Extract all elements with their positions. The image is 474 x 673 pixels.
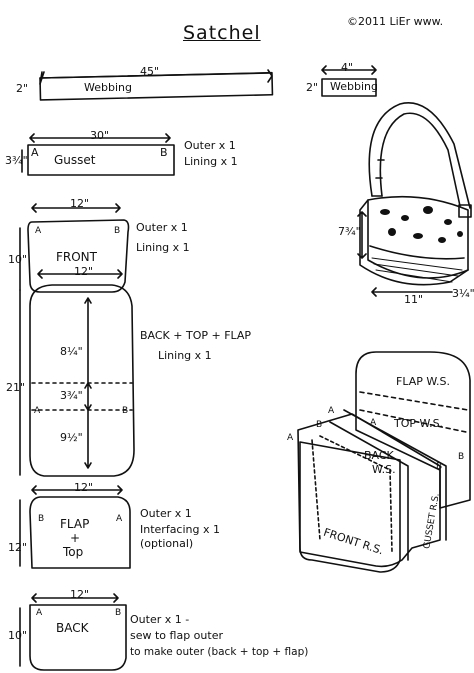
flap-top-label-2: + <box>70 531 81 545</box>
bag-height: 7¾" <box>338 225 361 238</box>
front-cut-lining: Lining x 1 <box>136 241 190 254</box>
gusset-mark-a: A <box>31 146 39 159</box>
assembly-diagram <box>297 351 471 573</box>
btf-seg-bottom: 9½" <box>60 431 83 444</box>
webbing-short-width: 4" <box>341 61 354 74</box>
flap-top-height: 12" <box>8 541 28 554</box>
gusset-height: 3¾" <box>5 154 28 167</box>
webbing-long-piece <box>39 69 274 101</box>
copyright: ©2011 LiEr www. <box>347 15 444 28</box>
back-piece <box>19 593 127 671</box>
gusset-width: 30" <box>90 129 110 142</box>
front-piece <box>19 203 130 293</box>
bag-depth: 3¼" <box>452 287 474 300</box>
back-height: 10" <box>8 629 28 642</box>
page-title: Satchel <box>183 22 261 44</box>
webbing-long-height: 2" <box>16 82 29 95</box>
assembly-mark-a-left: A <box>287 433 294 443</box>
front-mark-b: B <box>114 226 121 236</box>
assembly-top-label: TOP W.S. <box>394 417 444 430</box>
finished-bag-illustration <box>357 102 472 297</box>
back-label: BACK <box>56 621 89 635</box>
flap-top-width: 12" <box>74 481 94 494</box>
front-cut-outer: Outer x 1 <box>136 221 188 234</box>
front-label: FRONT <box>56 250 97 264</box>
btf-width: 12" <box>74 265 94 278</box>
flap-top-mark-b: B <box>38 514 45 524</box>
webbing-short-label: Webbing <box>330 80 378 93</box>
bag-width: 11" <box>404 293 424 306</box>
assembly-mark-b-right: B <box>436 462 443 472</box>
assembly-mark-b-left: B <box>316 420 323 430</box>
assembly-flap-label: FLAP W.S. <box>396 375 450 388</box>
btf-mark-b: B <box>122 406 129 416</box>
flap-top-piece <box>19 485 131 569</box>
gusset-cut-outer: Outer x 1 <box>184 139 236 152</box>
webbing-long-label: Webbing <box>84 81 132 94</box>
front-height: 10" <box>8 253 28 266</box>
flap-top-label-3: Top <box>63 545 84 559</box>
btf-height: 21" <box>6 381 26 394</box>
gusset-cut-lining: Lining x 1 <box>184 155 238 168</box>
back-mark-a: A <box>36 608 43 618</box>
gusset-piece <box>21 133 175 176</box>
btf-cut-lining: Lining x 1 <box>158 349 212 362</box>
back-top-flap-piece <box>19 269 135 477</box>
assembly-back-label: BACK <box>364 449 394 462</box>
assembly-mark-a-mid: A <box>370 418 377 428</box>
flap-top-label-1: FLAP <box>60 517 90 531</box>
btf-cut-title: BACK + TOP + FLAP <box>140 329 252 342</box>
webbing-long-width: 45" <box>140 65 160 78</box>
flap-top-cut-outer: Outer x 1 <box>140 507 192 520</box>
back-make-note: to make outer (back + top + flap) <box>130 646 309 658</box>
back-mark-b: B <box>115 608 122 618</box>
flap-top-mark-a: A <box>116 514 123 524</box>
back-sew-note: sew to flap outer <box>130 629 223 642</box>
flap-top-cut-interfacing: Interfacing x 1 <box>140 523 220 536</box>
gusset-label: Gusset <box>54 153 96 167</box>
btf-seg-mid: 3¾" <box>60 389 83 402</box>
back-width: 12" <box>70 588 90 601</box>
assembly-mark-a-top: A <box>328 406 335 416</box>
btf-mark-a: A <box>34 406 41 416</box>
assembly-mark-b-edge: B <box>458 452 465 462</box>
front-width: 12" <box>70 197 90 210</box>
back-cut-outer: Outer x 1 - <box>130 613 190 626</box>
btf-seg-top: 8¼" <box>60 345 83 358</box>
webbing-short-height: 2" <box>306 81 319 94</box>
front-mark-a: A <box>35 226 42 236</box>
gusset-mark-b: B <box>160 146 168 159</box>
flap-top-cut-optional: (optional) <box>140 537 194 550</box>
webbing-short-piece <box>321 65 377 97</box>
assembly-back-ws-label: W.S. <box>372 463 396 476</box>
